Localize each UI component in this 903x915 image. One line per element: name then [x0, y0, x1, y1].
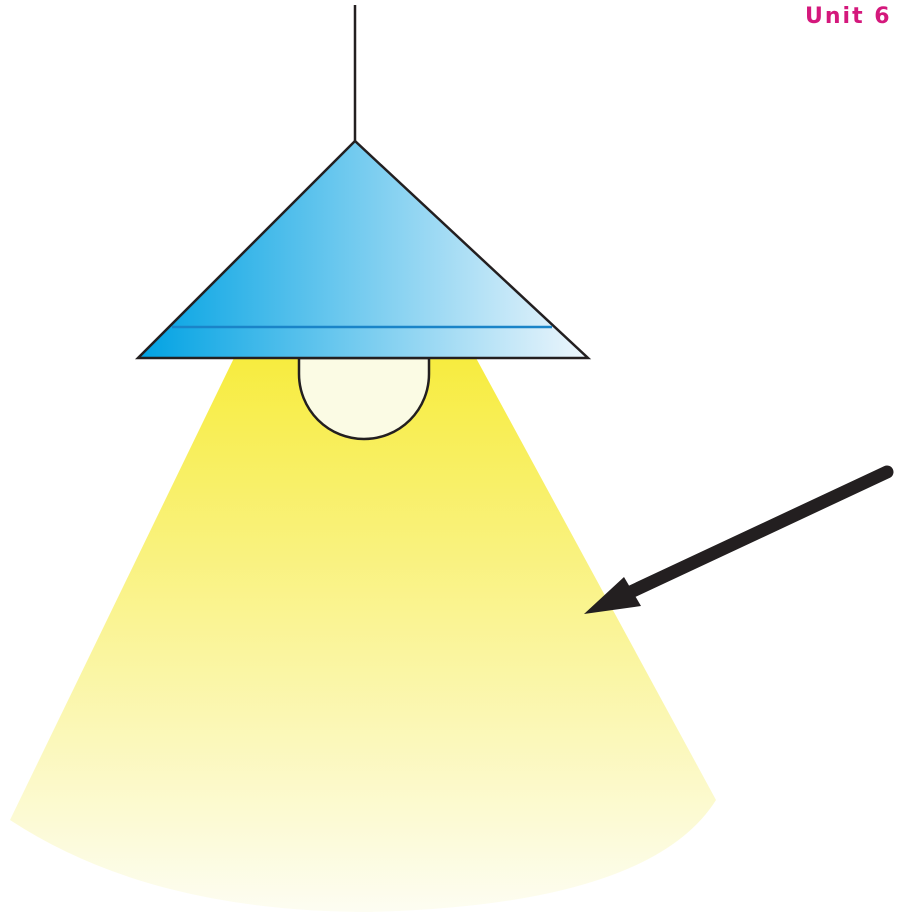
pointer-arrow-icon: [584, 472, 887, 614]
lamp-shade: [138, 141, 588, 358]
arrow-shaft: [620, 472, 887, 597]
light-beam: [10, 358, 716, 912]
